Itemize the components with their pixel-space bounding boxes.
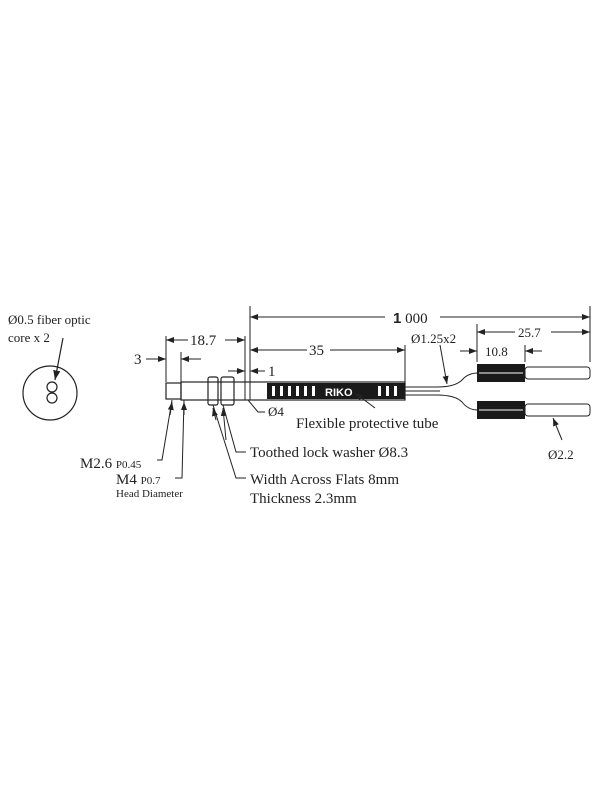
fiber-diameter-label: Ø1.25x2 (411, 331, 456, 346)
m4-label: M4 P0.7 (116, 472, 161, 488)
protective-tube-sleeve (267, 383, 405, 399)
thickness-label: Thickness 2.3mm (250, 491, 357, 507)
core-label-line2: core x 2 (8, 330, 50, 345)
probe-body: RIKO (165, 376, 406, 406)
dim-1: 1 (268, 364, 276, 380)
core-label-line1: Ø0.5 fiber optic (8, 312, 91, 327)
dim-3: 3 (134, 352, 142, 368)
dim-35: 35 (309, 343, 324, 359)
end-diameter-label: Ø2.2 (548, 447, 574, 462)
callouts: Ø4 Flexible protective tube Ø1.25x2 Ø2.2… (80, 331, 574, 507)
washer-label: Toothed lock washer Ø8.3 (250, 445, 408, 461)
dim-18-7: 18.7 (190, 333, 217, 349)
dim-25-7: 25.7 (518, 325, 541, 340)
m26-label: M2.6 P0.45 (80, 456, 142, 472)
lock-washer (207, 376, 219, 406)
fiber-cables (405, 364, 591, 419)
dim-10-8: 10.8 (485, 344, 508, 359)
dim-total: 1 000 (393, 310, 428, 327)
flats-label: Width Across Flats 8mm (250, 472, 399, 488)
hex-nut (220, 376, 235, 406)
tube-label: Flexible protective tube (296, 416, 439, 432)
cross-section-view: Ø0.5 fiber optic core x 2 (8, 312, 91, 421)
dimensions: 1 000 35 25.7 10.8 18.7 3 1 (134, 306, 591, 400)
brand-logo: RIKO (325, 387, 353, 399)
head-diameter-label: Head Diameter (116, 488, 183, 500)
body-diameter-label: Ø4 (268, 404, 284, 419)
